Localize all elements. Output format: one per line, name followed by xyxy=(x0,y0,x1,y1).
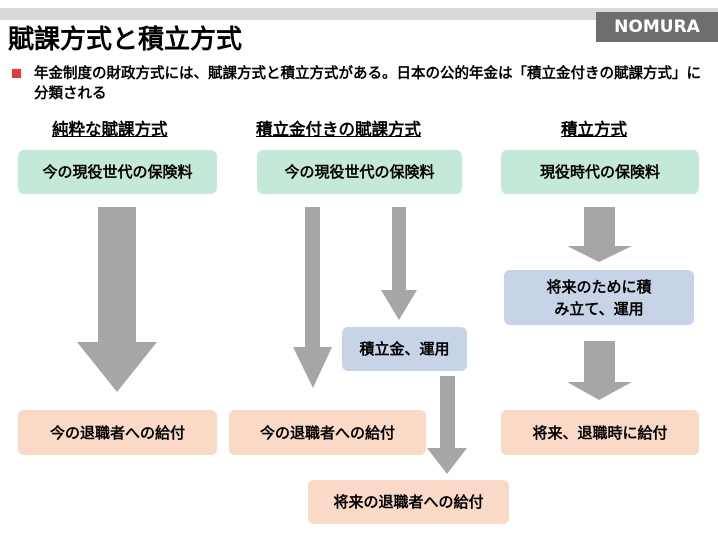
arrow-middle-down-reserve xyxy=(381,207,417,320)
middle-future-benefit-box: 将来の退職者への給付 xyxy=(308,480,509,524)
middle-reserve-box: 積立金、運用 xyxy=(342,327,467,371)
arrow-right-down-benefit xyxy=(567,341,632,400)
right-saving-box: 将来のために積み立て、運用 xyxy=(504,270,694,325)
right-future-benefit-box: 将来、退職時に給付 xyxy=(501,410,699,455)
square-bullet-icon xyxy=(12,69,21,78)
heading-payg-with-reserve: 積立金付きの賦課方式 xyxy=(256,120,421,139)
left-current-premium-box: 今の現役世代の保険料 xyxy=(18,150,217,194)
middle-current-benefit-box: 今の退職者への給付 xyxy=(229,410,426,455)
middle-current-premium-box: 今の現役世代の保険料 xyxy=(257,150,462,194)
header-bar xyxy=(0,8,718,20)
right-working-premium-box: 現役時代の保険料 xyxy=(501,150,699,194)
arrow-left-down xyxy=(77,207,157,392)
page-title: 賦課方式と積立方式 xyxy=(8,25,243,55)
heading-funded: 積立方式 xyxy=(561,120,627,139)
arrow-right-down-saving xyxy=(567,207,632,262)
arrow-middle-down-current xyxy=(293,207,332,388)
nomura-logo: NOMURA xyxy=(596,12,718,42)
arrow-middle-down-future xyxy=(427,376,467,474)
heading-pure-payg: 純粋な賦課方式 xyxy=(52,120,168,139)
page-subtitle: 年金制度の財政方式には、賦課方式と積立方式がある。日本の公的年金は「積立金付きの… xyxy=(34,66,701,102)
left-current-benefit-box: 今の退職者への給付 xyxy=(18,410,217,455)
